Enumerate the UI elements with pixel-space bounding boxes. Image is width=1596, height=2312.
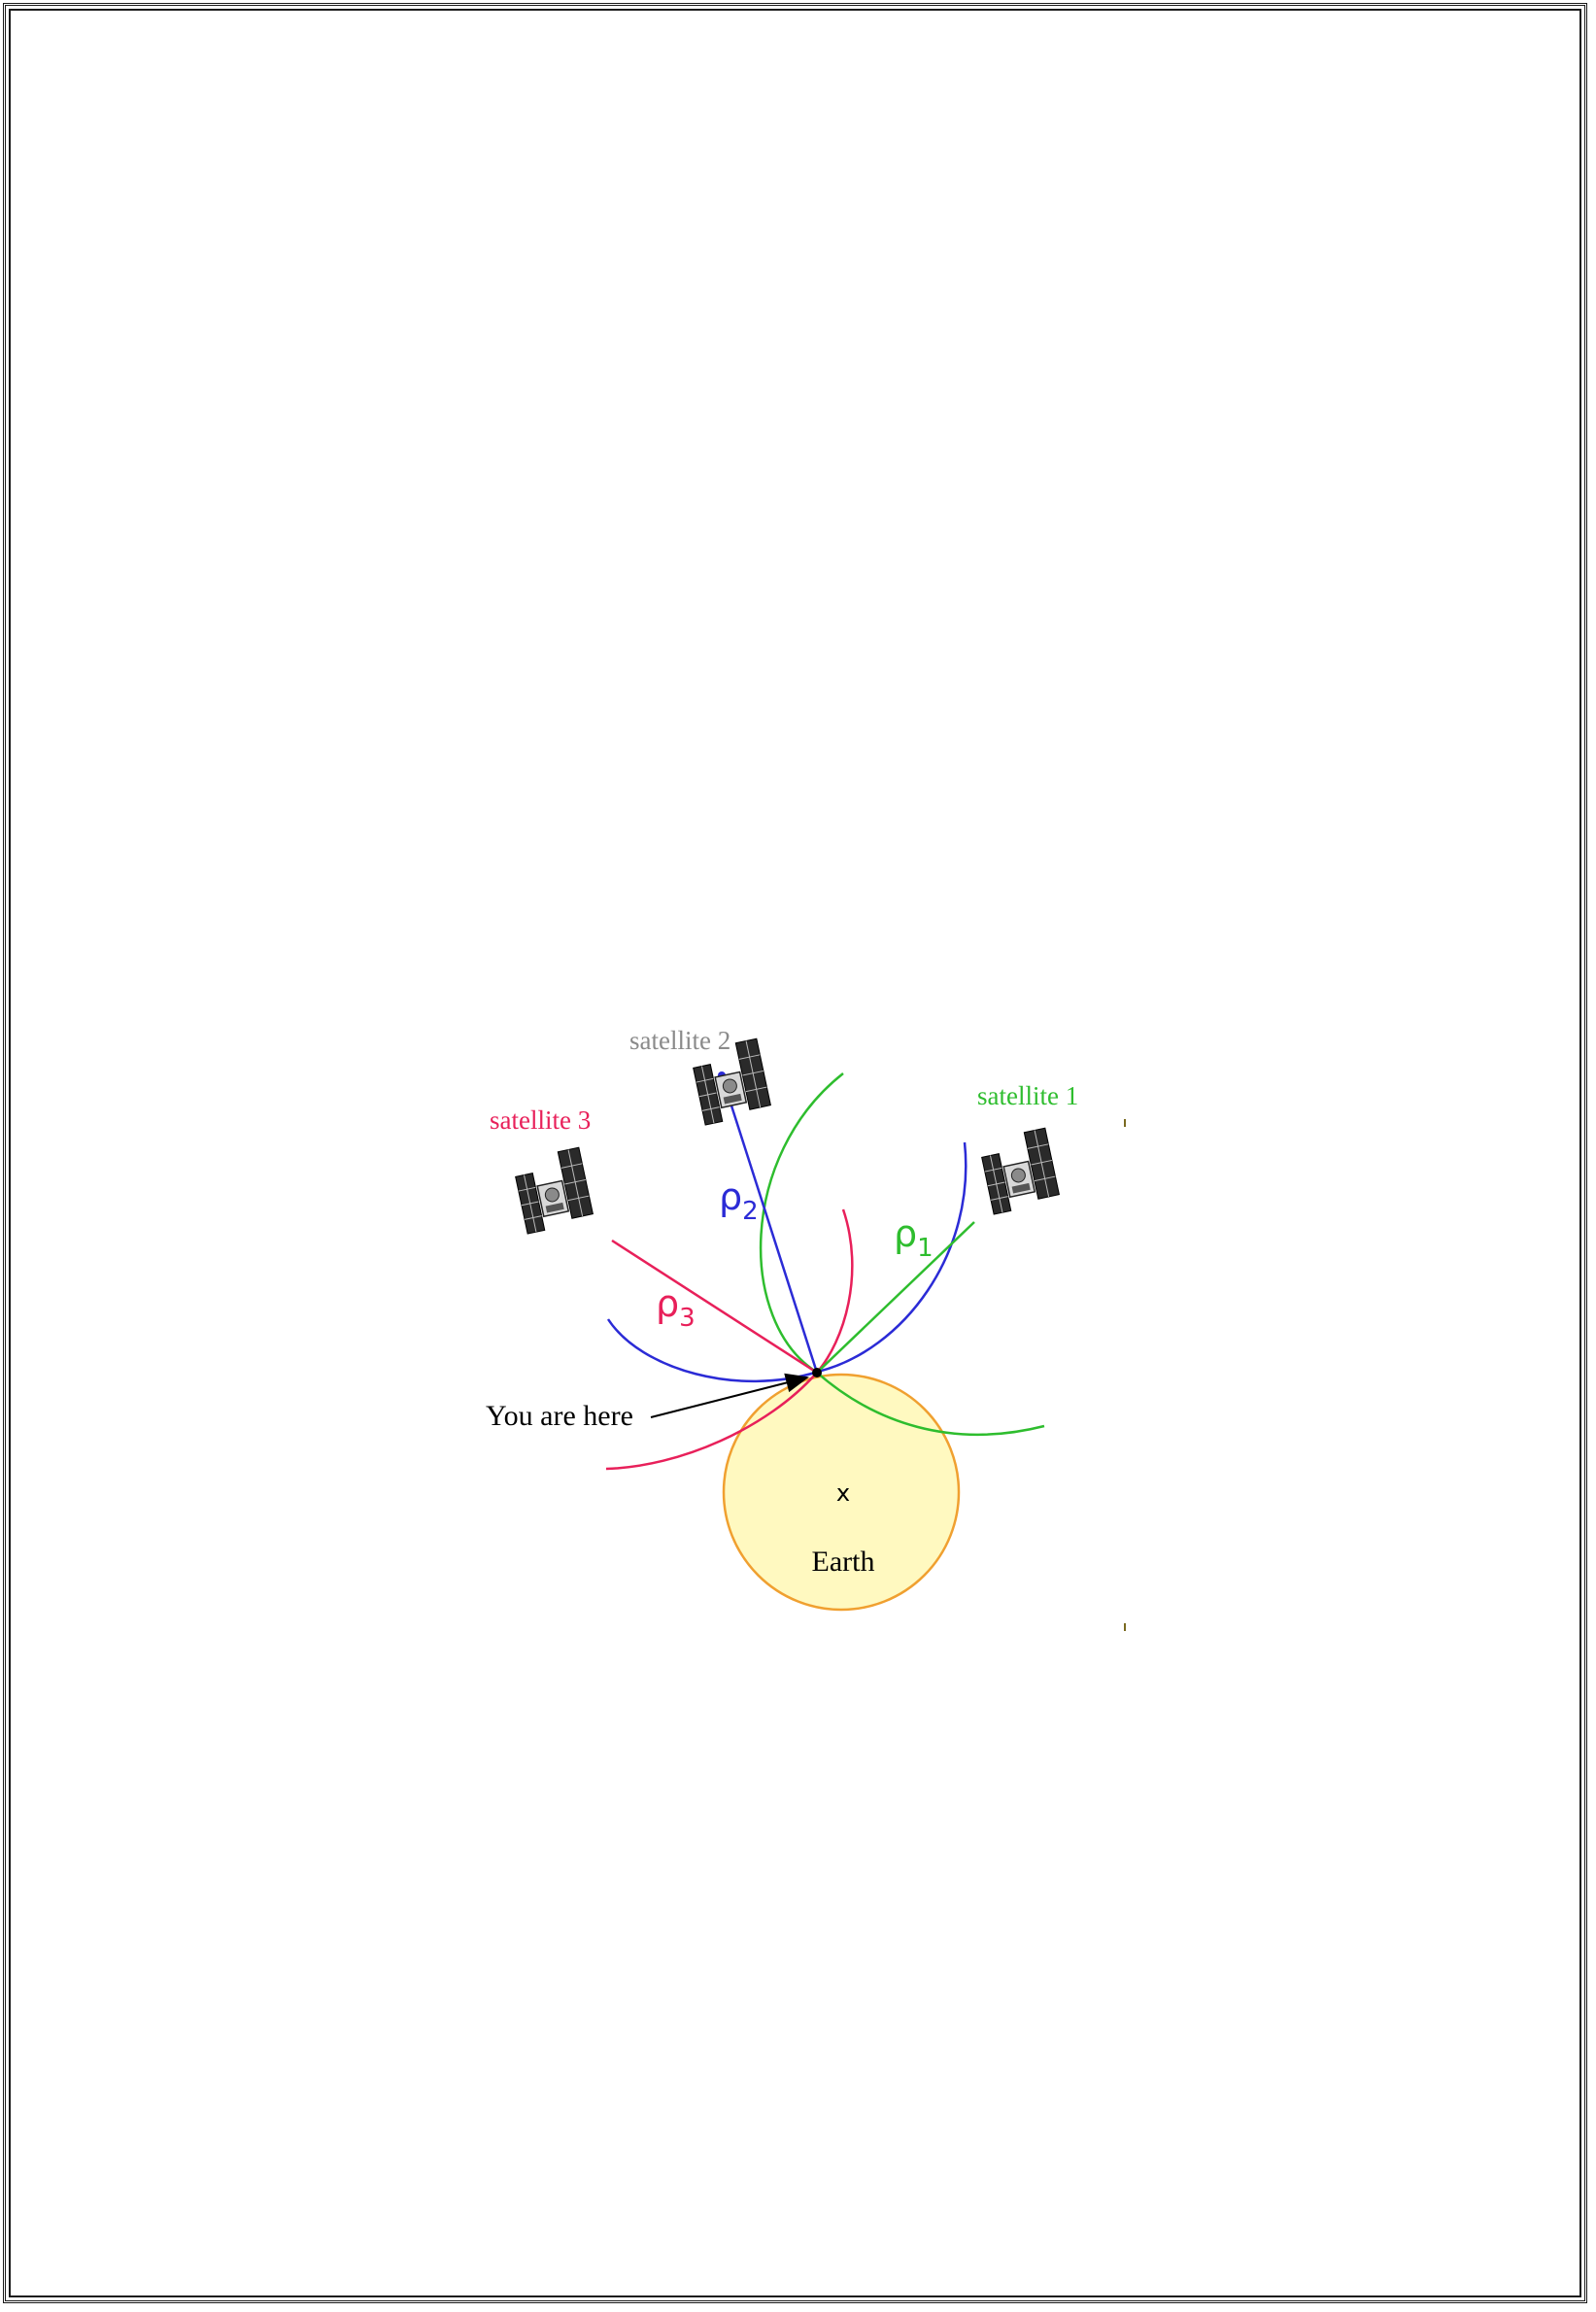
satellite-icon	[511, 1146, 595, 1235]
rho2-range-line	[720, 1074, 819, 1374]
satellite1-label: satellite 1	[977, 1081, 1078, 1110]
rho3-label: ρ3	[656, 1282, 696, 1333]
rho3-range-line	[611, 1239, 818, 1375]
earth-label: Earth	[812, 1546, 875, 1578]
rho1-label: ρ1	[894, 1212, 934, 1263]
rho2-label: ρ2	[719, 1175, 759, 1226]
earth-center-mark: x	[836, 1479, 850, 1507]
rho1-range-line	[816, 1221, 975, 1374]
you-are-here-label: You are here	[486, 1400, 633, 1432]
satellite2-range-arc	[606, 1141, 968, 1383]
you-are-here-arrow	[650, 1373, 809, 1418]
satellite1-range-arc	[759, 1072, 1045, 1437]
earth-circle	[722, 1373, 961, 1612]
satellite3-label: satellite 3	[490, 1105, 591, 1135]
tick-mark-top	[1124, 1119, 1126, 1127]
page-border-inner	[9, 9, 1581, 2297]
satellite-icon	[977, 1127, 1062, 1215]
page-border-outer	[3, 3, 1587, 2303]
tick-mark-bottom	[1124, 1623, 1126, 1631]
satellite2-label: satellite 2	[629, 1026, 730, 1055]
observer-point	[812, 1368, 822, 1377]
